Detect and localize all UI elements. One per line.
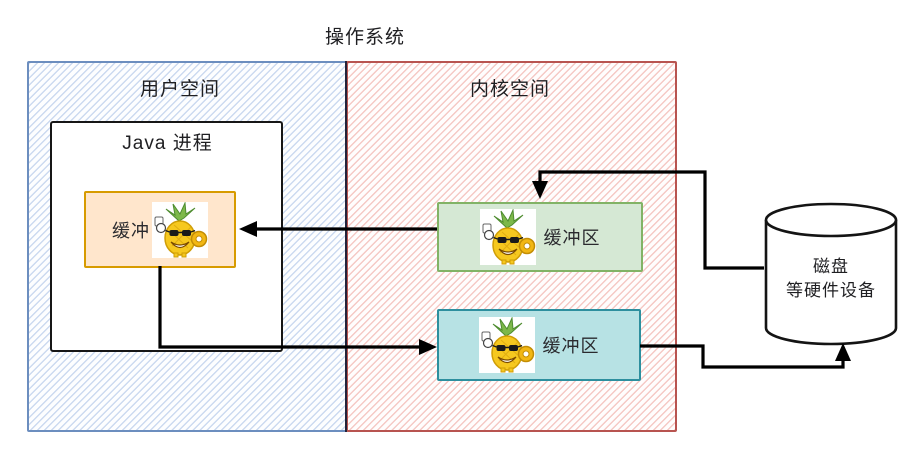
- kernel-write-buffer-box: 缓冲区: [437, 309, 641, 381]
- diagram-title: 操作系统: [324, 27, 405, 48]
- pineapple-mascot-icon: [480, 209, 536, 265]
- kernel-read-buffer-label: 缓冲区: [543, 228, 601, 248]
- disk-cylinder: 磁盘 等硬件设备: [756, 196, 906, 354]
- disk-label-line1: 磁盘: [813, 257, 849, 276]
- pineapple-mascot-icon: [152, 202, 208, 258]
- user-process-buffer-box: 缓冲: [84, 191, 236, 268]
- java-process-label: Java 进程: [122, 133, 213, 154]
- pineapple-mascot-icon: [479, 317, 535, 373]
- user-process-buffer-label: 缓冲: [112, 220, 150, 241]
- user-space-label: 用户空间: [139, 79, 220, 100]
- kernel-read-buffer-box: 缓冲区: [437, 202, 643, 272]
- disk-cylinder-shape: [764, 202, 898, 346]
- kernel-space-label: 内核空间: [469, 79, 550, 100]
- space-divider-line: [345, 61, 347, 432]
- kernel-write-buffer-label: 缓冲区: [542, 336, 600, 356]
- disk-label-line2: 等硬件设备: [786, 281, 876, 300]
